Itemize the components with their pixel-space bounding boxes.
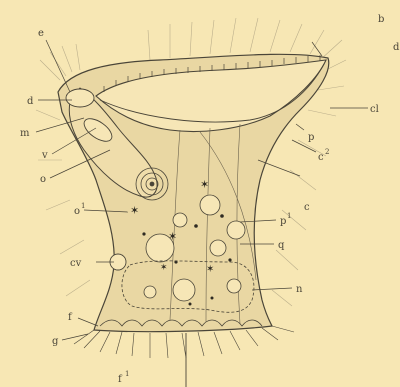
svg-text:✶: ✶ <box>160 263 168 273</box>
label-c2-sup: 2 <box>325 148 329 156</box>
label-cl: cl <box>370 104 379 115</box>
label-b: b <box>378 14 384 25</box>
label-d-left: d <box>27 96 34 107</box>
label-v: v <box>41 150 48 161</box>
label-g: g <box>52 336 59 347</box>
label-c: c <box>304 202 310 213</box>
label-o: o <box>40 174 46 185</box>
label-o1: o <box>74 206 80 217</box>
label-f: f <box>68 312 73 323</box>
label-p1-sup: 1 <box>287 212 291 220</box>
svg-text:✶: ✶ <box>130 204 139 217</box>
label-m: m <box>20 128 30 139</box>
label-f1-sup: 1 <box>125 370 129 378</box>
label-p: p <box>308 132 314 143</box>
label-cv: cv <box>70 258 82 269</box>
label-n: n <box>296 284 303 295</box>
label-d-top-right: d <box>393 42 400 53</box>
svg-text:✶: ✶ <box>168 230 177 243</box>
pharynx-coil <box>136 168 168 200</box>
label-q: q <box>278 240 285 251</box>
svg-text:✶: ✶ <box>206 264 214 275</box>
label-o1-sup: 1 <box>81 202 85 210</box>
label-f1: f <box>118 374 123 385</box>
svg-text:✶: ✶ <box>200 178 209 191</box>
label-e: e <box>38 28 44 39</box>
label-c2: c <box>318 152 324 163</box>
label-p1: p <box>280 216 286 227</box>
